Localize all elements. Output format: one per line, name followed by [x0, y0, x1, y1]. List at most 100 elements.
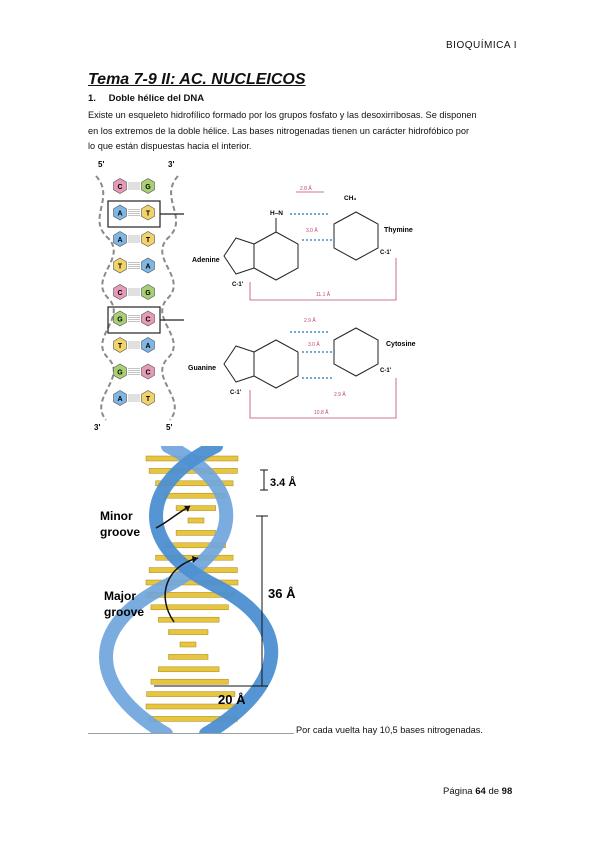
guanine-cytosine-pair: 2.9 Å 3.0 Å 2.9 Å Guanine Cytosine C-1' … [188, 317, 416, 419]
ladder-bottom-right-label: 5' [166, 423, 172, 432]
ladder-base-left [113, 204, 127, 221]
ladder-base-left [113, 310, 127, 327]
ladder-base-letter: A [117, 396, 122, 403]
ladder-base-right [141, 310, 155, 327]
cytosine-label: Cytosine [386, 341, 416, 348]
ladder-base-left [113, 231, 127, 247]
ladder-base-right [141, 337, 155, 353]
guanine-ring [253, 339, 299, 389]
helix-base-pair [168, 654, 209, 660]
ladder-base-letter: T [146, 237, 151, 244]
cytosine-c1: C-1' [380, 368, 392, 374]
ladder-base-letter: A [117, 210, 122, 217]
ladder-base-letter: C [117, 290, 122, 297]
guanine-imidazole [223, 345, 255, 383]
ladder-top-right-label: 3' [168, 160, 174, 169]
at-width: 11.1 Å [316, 291, 331, 298]
helix-base-pair [150, 678, 229, 685]
paragraph-line: lo que están dispuestas hacia el interio… [88, 141, 252, 151]
footer-page-total: 98 [501, 786, 513, 797]
adenine-imidazole [223, 237, 255, 275]
section-heading: 1. Doble hélice del DNA [88, 93, 204, 104]
ladder-base-right [141, 204, 155, 221]
page-title: Tema 7-9 II: AC. NUCLEICOS [88, 71, 306, 88]
minor-groove-label-line1: Minor [100, 509, 133, 523]
thymine-methyl: CH₃ [344, 195, 356, 202]
adenine-ring [253, 231, 299, 281]
ladder-base-right [141, 363, 155, 380]
ladder-base-letter: G [117, 316, 123, 323]
helix-base-pairs [145, 455, 239, 722]
gc-distance-1: 2.9 Å [304, 317, 316, 324]
ladder-base-right [141, 178, 155, 194]
header-title: BIOQUÍMICA I [446, 40, 518, 51]
base-pair-structures: H–N CH₃ 2.8 Å 3.0 Å Adenine Thymine C-1'… [188, 185, 416, 419]
adenine-c1: C-1' [232, 282, 244, 288]
ladder-base-letter: T [118, 263, 123, 270]
double-helix-diagram: 3.4 Å 36 Å 20 Å Minor groove Major groov… [99, 446, 296, 734]
thymine-label: Thymine [384, 227, 413, 234]
ladder-base-letter: G [117, 369, 123, 376]
at-distance-2: 3.0 Å [306, 227, 318, 234]
ladder-base-right [141, 231, 155, 247]
ladder-base-left [113, 363, 127, 380]
ladder-base-left [113, 284, 127, 300]
gc-distance-3: 2.9 Å [334, 391, 346, 398]
left-backbone [95, 175, 115, 421]
ladder-base-letter: C [145, 369, 150, 376]
ladder-base-letter: G [145, 184, 151, 191]
thymine-ring [333, 211, 379, 261]
gc-distance-2: 3.0 Å [308, 341, 320, 348]
helix-base-pair [179, 641, 197, 648]
intro-paragraph: Existe un esqueleto hidrofílico formado … [88, 108, 518, 155]
svg-text:H–N: H–N [270, 210, 283, 217]
helix-base-pair [168, 629, 209, 635]
ladder-base-letter: C [117, 184, 122, 191]
footer-middle: de [485, 786, 502, 797]
ladder-base-right [141, 390, 155, 406]
footer-page-number: 64 [475, 786, 486, 797]
major-groove-label-line2: groove [104, 605, 144, 619]
ladder-base-letter: A [117, 237, 122, 244]
figure-caption: Por cada vuelta hay 10,5 bases nitrogena… [296, 725, 483, 735]
pitch-label: 36 Å [268, 586, 296, 601]
ladder-base-letter: C [145, 316, 150, 323]
rise-label: 3.4 Å [270, 476, 296, 489]
section-title: Doble hélice del DNA [108, 93, 205, 104]
ladder-bottom-left-label: 3' [94, 423, 100, 432]
ladder-base-left [113, 337, 127, 353]
ladder-top-left-label: 5' [98, 160, 104, 169]
cytosine-ring [333, 327, 379, 377]
ladder-base-left [113, 257, 127, 274]
minor-groove-label-line2: groove [100, 525, 140, 539]
paragraph-line: Existe un esqueleto hidrofílico formado … [88, 110, 477, 120]
at-distance-1: 2.8 Å [300, 185, 312, 192]
helix-base-pair [175, 505, 216, 511]
paragraph-line: en los extremos de la doble hélice. Las … [88, 125, 470, 136]
adenine-label: Adenine [192, 257, 220, 264]
ladder-base-right [141, 257, 155, 274]
ladder-base-letter: T [146, 210, 151, 217]
diameter-label: 20 Å [218, 692, 246, 707]
helix-base-pair [150, 604, 229, 611]
helix-base-pair [158, 616, 220, 623]
ladder-base-left [113, 178, 127, 194]
ladder-base-left [113, 390, 127, 406]
right-backbone [161, 175, 179, 421]
page-footer: Página 64 de 98 [443, 786, 512, 797]
helix-base-pair [155, 480, 234, 487]
major-groove-label-line1: Major [104, 589, 136, 603]
ladder-base-letter: T [118, 343, 123, 350]
ladder-base-letter: G [145, 290, 151, 297]
gc-width: 10.8 Å [314, 409, 329, 416]
